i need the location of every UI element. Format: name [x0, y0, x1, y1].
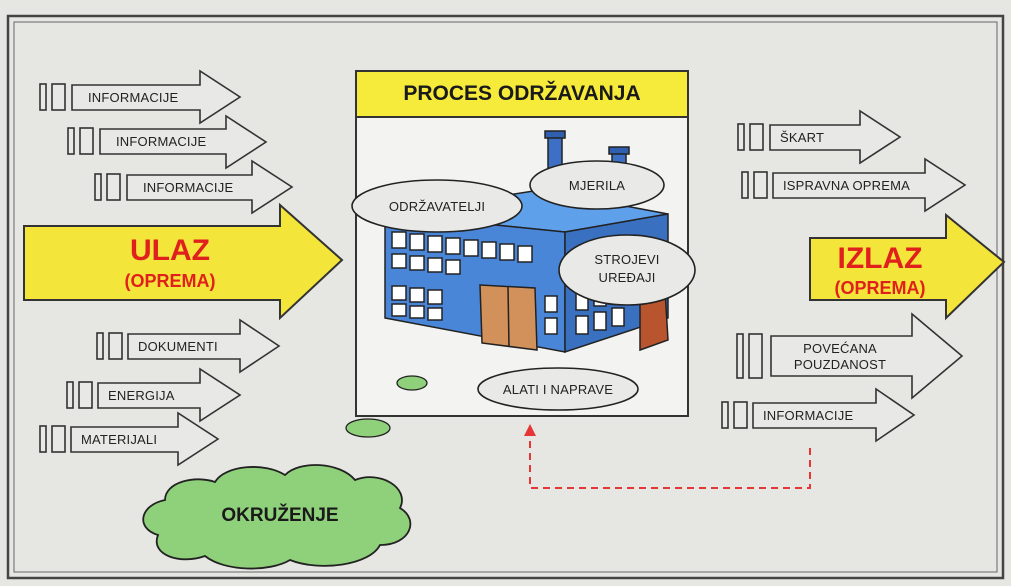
- bubble-alati: [477, 367, 639, 411]
- izlaz-title: IZLAZ: [837, 242, 923, 275]
- output-label-pouzdanost: POUZDANOST: [793, 357, 887, 372]
- izlaz-subtitle: (OPREMA): [834, 278, 926, 298]
- bubble-odrzavatelji: [351, 179, 523, 233]
- ulaz-subtitle: (OPREMA): [124, 271, 216, 291]
- process-title-box: [355, 70, 689, 118]
- input-label-energija: ENERGIJA: [108, 388, 175, 403]
- output-label-povecana: POVEĆANA: [803, 341, 877, 356]
- label-mjerila: MJERILA: [568, 178, 626, 193]
- input-arrow-info-2: [67, 114, 268, 170]
- input-arrow-energija: [66, 367, 242, 423]
- input-arrow-dokumenti: [96, 318, 281, 374]
- izlaz-big-arrow: [809, 212, 1006, 321]
- output-arrow-povecana: [736, 312, 964, 400]
- outer-frame: [6, 14, 1005, 580]
- green-blob-bottom: [345, 418, 391, 438]
- label-alati: ALATI I NAPRAVE: [502, 382, 614, 397]
- ulaz-title: ULAZ: [130, 234, 210, 267]
- output-arrow-ispravna: [741, 157, 967, 213]
- output-label-informacije: INFORMACIJE: [763, 408, 854, 423]
- label-strojevi: STROJEVI: [594, 252, 660, 267]
- input-arrow-materijali: [39, 411, 220, 467]
- input-label-informacije-1: INFORMACIJE: [88, 90, 179, 105]
- input-label-materijali: MATERIJALI: [81, 432, 158, 447]
- output-arrow-informacije: [721, 387, 916, 443]
- label-uredaji: UREĐAJI: [598, 270, 656, 285]
- label-odrzavatelji: ODRŽAVATELJI: [388, 199, 486, 214]
- bubble-strojevi: [558, 234, 696, 306]
- okruzenje-cloud: [142, 464, 412, 570]
- small-green-blob: [396, 375, 428, 391]
- okruzenje-label: OKRUŽENJE: [221, 505, 339, 526]
- process-title: PROCES ODRŽAVANJA: [403, 82, 641, 105]
- input-label-dokumenti: DOKUMENTI: [138, 339, 218, 354]
- output-arrow-skart: [737, 109, 902, 165]
- input-arrow-info-3: [94, 159, 294, 215]
- input-label-informacije-2: INFORMACIJE: [116, 134, 207, 149]
- feedback-arrowhead: [524, 424, 536, 436]
- inner-frame: [13, 21, 998, 573]
- output-label-ispravna: ISPRAVNA OPREMA: [783, 178, 911, 193]
- bubble-mjerila: [529, 160, 665, 210]
- ulaz-big-arrow: [23, 202, 344, 321]
- input-arrow-info-1: [39, 69, 242, 125]
- output-label-skart: ŠKART: [780, 130, 825, 145]
- feedback-loop: [529, 440, 811, 489]
- input-label-informacije-3: INFORMACIJE: [143, 180, 234, 195]
